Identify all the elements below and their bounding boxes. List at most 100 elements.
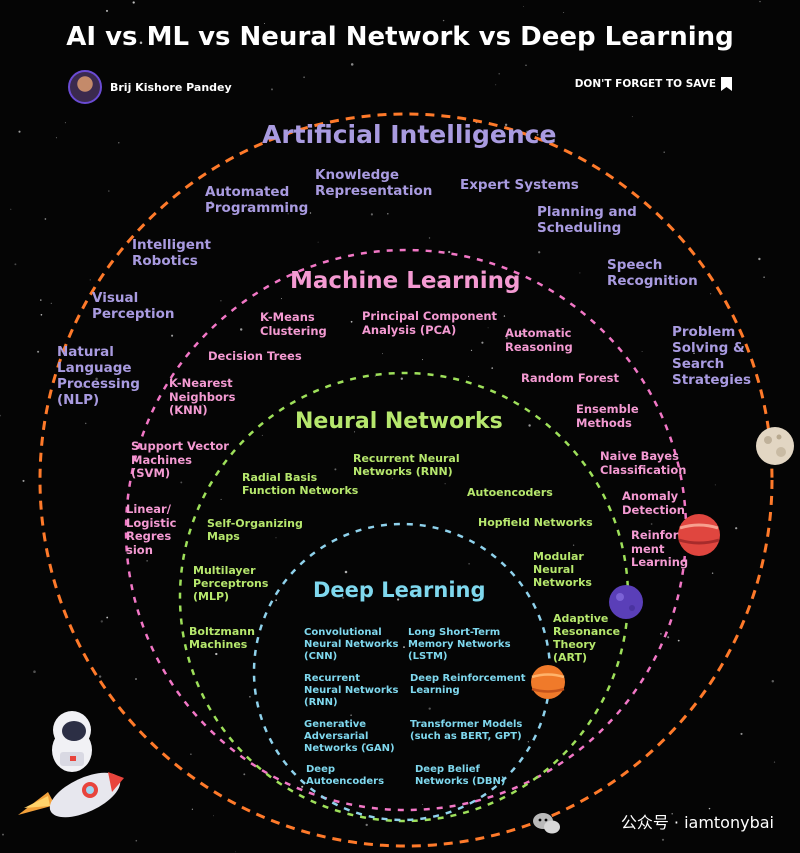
star — [220, 498, 222, 500]
star — [301, 785, 304, 788]
star — [468, 375, 470, 377]
star — [572, 544, 575, 546]
star — [487, 327, 489, 329]
star — [468, 562, 470, 565]
star — [437, 281, 439, 283]
nn-item: Radial Basis Function Networks — [242, 471, 359, 497]
star — [342, 596, 345, 599]
star — [100, 620, 103, 623]
purple-planet-icon — [609, 585, 643, 619]
nn-section-title: Neural Networks — [295, 409, 503, 434]
star — [527, 741, 529, 743]
nn-item: Adaptive Resonance Theory (ART) — [553, 612, 621, 664]
star — [579, 272, 581, 274]
star — [344, 570, 348, 574]
star — [374, 375, 377, 377]
star — [81, 385, 84, 388]
save-note-text: DON'T FORGET TO SAVE — [574, 78, 716, 90]
ai-item: Planning and Scheduling — [537, 204, 637, 236]
star — [146, 560, 148, 562]
star — [481, 341, 484, 344]
avatar — [68, 70, 102, 104]
star — [421, 359, 424, 361]
star — [220, 300, 222, 302]
nn-item: Hopfield Networks — [478, 516, 593, 529]
star — [563, 11, 565, 14]
star — [671, 812, 673, 815]
star — [132, 1, 135, 4]
star — [364, 743, 366, 746]
star — [495, 84, 497, 86]
star — [661, 838, 665, 841]
ml-item: K-Means Clustering — [260, 310, 327, 338]
star — [708, 807, 711, 810]
star — [323, 189, 325, 192]
star — [0, 414, 1, 417]
star — [37, 350, 40, 353]
star — [40, 313, 43, 316]
star — [470, 349, 473, 352]
star — [660, 633, 662, 635]
dl-item: Long Short-Term Memory Networks (LSTM) — [408, 627, 511, 662]
author-name: Brij Kishore Pandey — [110, 80, 232, 94]
ai-item: Expert Systems — [460, 177, 579, 193]
ml-item: Decision Trees — [208, 349, 302, 363]
star — [44, 218, 47, 220]
star — [538, 251, 541, 254]
nn-item: Modular Neural Networks — [533, 550, 592, 589]
star — [370, 213, 373, 216]
nn-item: Autoencoders — [467, 486, 553, 499]
star — [428, 237, 431, 239]
star — [773, 761, 776, 763]
nn-item: Boltzmann Machines — [189, 625, 255, 651]
star — [89, 279, 91, 281]
star — [631, 116, 633, 118]
star — [287, 213, 289, 215]
star — [22, 479, 25, 482]
ml-item: Ensemble Methods — [576, 402, 639, 430]
star — [202, 403, 204, 405]
star — [55, 137, 57, 139]
star — [759, 0, 761, 3]
star — [677, 639, 680, 642]
star — [735, 527, 738, 530]
dl-item: Deep Autoencoders — [306, 764, 385, 787]
ml-section-title: Machine Learning — [290, 268, 521, 294]
star — [740, 732, 743, 735]
star — [641, 351, 643, 352]
star — [381, 353, 383, 355]
star — [503, 315, 506, 317]
dl-section-title: Deep Learning — [313, 578, 486, 602]
star — [261, 434, 263, 436]
ml-item: Linear/ Logistic Regres sion — [126, 502, 177, 557]
star — [650, 523, 653, 525]
ml-item: Anomaly Detection — [622, 489, 685, 517]
ai-item: Knowledge Representation — [315, 167, 433, 199]
ai-item: Problem Solving & Search Strategies — [672, 324, 752, 388]
star — [210, 200, 213, 203]
star — [239, 328, 243, 331]
page-title: AI vs ML vs Neural Network vs Deep Learn… — [66, 22, 734, 52]
star — [105, 9, 109, 12]
ai-section-title: Artificial Intelligence — [262, 120, 557, 149]
nn-item: Self-Organizing Maps — [207, 517, 303, 543]
star — [526, 130, 529, 133]
ml-item: Principal Component Analysis (PCA) — [362, 309, 498, 337]
star — [350, 320, 353, 323]
star — [391, 477, 393, 479]
dl-item: Convolutional Neural Networks (CNN) — [304, 627, 399, 662]
moon-planet-icon — [756, 427, 794, 465]
star — [369, 132, 372, 135]
star — [275, 599, 278, 602]
ai-item: Automated Programming — [205, 184, 309, 216]
watermark: 公众号 · iamtonybai — [621, 809, 774, 833]
star — [359, 736, 361, 738]
star — [504, 123, 508, 127]
wechat-icon — [533, 813, 560, 834]
star — [350, 63, 354, 66]
star — [663, 151, 665, 153]
ai-item: Intelligent Robotics — [132, 237, 212, 269]
star — [148, 258, 150, 260]
star — [135, 678, 137, 680]
dl-item: Deep Belief Networks (DBN) — [415, 764, 506, 787]
